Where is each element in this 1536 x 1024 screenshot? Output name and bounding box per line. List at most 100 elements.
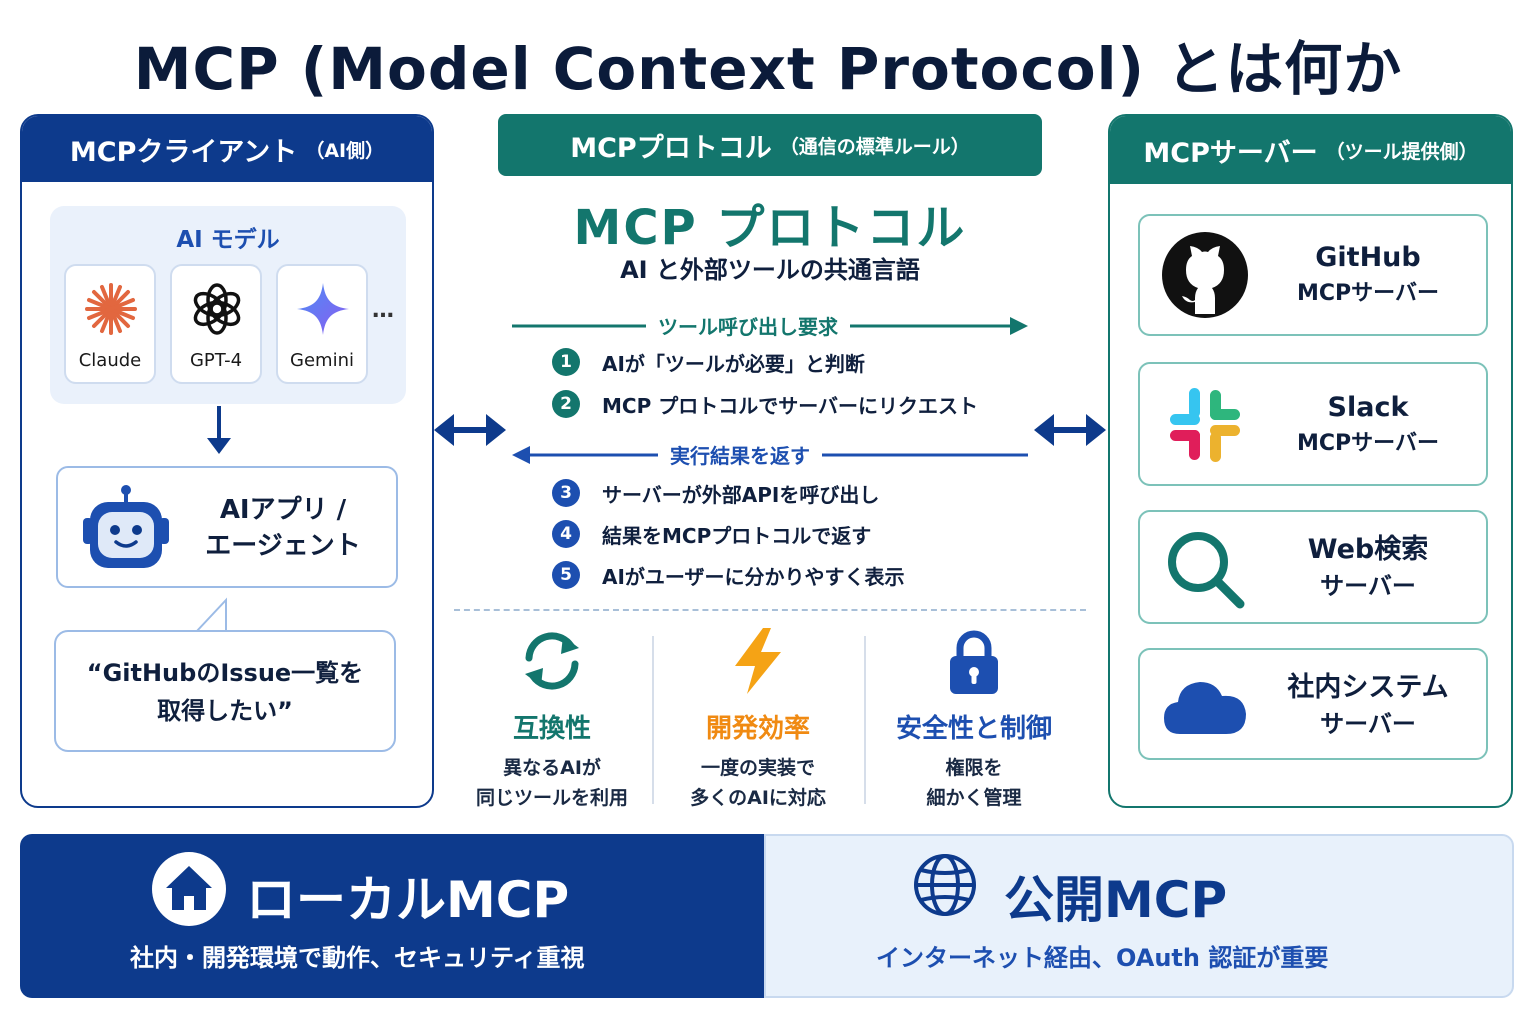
feature-efficiency: 開発効率 一度の実装で 多くのAIに対応: [658, 626, 858, 813]
server-name-line2: サーバー: [1320, 572, 1416, 600]
feature-desc-line1: 権限を: [945, 757, 1003, 779]
feature-desc-line2: 同じツールを利用: [475, 787, 628, 809]
server-subtitle: （ツール提供側）: [1325, 140, 1478, 163]
protocol-subtitle: AI と外部ツールの共通言語: [620, 256, 920, 284]
step-item: 4 結果をMCPプロトコルで返す: [552, 519, 871, 549]
feature-divider: [864, 636, 866, 804]
step-number: 3: [552, 479, 580, 507]
local-mcp-title: ローカルMCP: [246, 871, 570, 929]
step-number: 5: [552, 561, 580, 589]
server-header: MCPサーバー （ツール提供側）: [1110, 116, 1511, 184]
step-number: 2: [552, 390, 580, 418]
section-divider: [454, 609, 1086, 611]
lock-icon: [950, 630, 998, 694]
public-mcp-section: 公開MCP インターネット経由、OAuth 認証が重要: [764, 834, 1514, 998]
protocol-header-subtitle: （通信の標準ルール）: [779, 135, 970, 158]
more-models-ellipsis: …: [372, 298, 394, 323]
feature-desc-line1: 一度の実装で: [700, 757, 815, 779]
server-name-line1: Web検索: [1307, 534, 1429, 565]
feature-name: 互換性: [512, 714, 591, 744]
server-name: Web検索 サーバー: [1258, 532, 1478, 604]
gemini-logo-icon: [297, 283, 349, 335]
agent-label-line1: AIアプリ /: [219, 495, 347, 525]
request-line2: 取得したい”: [157, 697, 293, 725]
globe-icon: [914, 854, 976, 916]
speech-bubble-tail: [194, 597, 227, 634]
model-name: Claude: [78, 350, 142, 371]
user-request-bubble: “GitHubのIssue一覧を 取得したい”: [54, 630, 396, 752]
slack-logo-icon: [1170, 388, 1240, 462]
server-name-line1: Slack: [1327, 392, 1409, 423]
step-number: 1: [552, 348, 580, 376]
mcp-client-panel: MCPクライアント （AI側） AI モデル Claude: [20, 114, 434, 808]
step-item: 2 MCP プロトコルでサーバーにリクエスト: [552, 389, 978, 419]
server-name-line1: 社内システム: [1287, 672, 1449, 703]
server-title: MCPサーバー: [1143, 137, 1318, 169]
step-text: AIがユーザーに分かりやすく表示: [602, 564, 905, 589]
public-mcp-desc: インターネット経由、OAuth 認証が重要: [876, 944, 1329, 972]
step-item: 1 AIが「ツールが必要」と判断: [552, 347, 865, 377]
user-request-text: “GitHubのIssue一覧を 取得したい”: [56, 654, 394, 730]
model-card-claude: Claude: [64, 264, 156, 384]
model-name: GPT-4: [189, 350, 243, 371]
sync-icon: [525, 632, 579, 690]
step-text: AIが「ツールが必要」と判断: [602, 351, 865, 376]
feature-name: 安全性と制御: [895, 714, 1052, 744]
server-name-line2: MCPサーバー: [1297, 281, 1439, 306]
feature-compatibility: 互換性 異なるAIが 同じツールを利用: [452, 626, 652, 813]
github-logo-icon: [1162, 232, 1248, 318]
feature-desc: 異なるAIが 同じツールを利用: [452, 753, 652, 813]
openai-logo-icon: [193, 283, 241, 335]
server-card-web-search: Web検索 サーバー: [1138, 510, 1488, 624]
ai-model-title: AI モデル: [176, 227, 280, 253]
down-arrow-icon: [207, 406, 231, 454]
server-name-line1: GitHub: [1315, 242, 1421, 273]
mcp-server-panel: MCPサーバー （ツール提供側） GitHub MCPサーバー Slack MC…: [1108, 114, 1513, 808]
search-icon: [1168, 532, 1245, 609]
response-label: 実行結果を返す: [658, 440, 822, 469]
robot-icon: [83, 485, 169, 568]
feature-divider: [652, 636, 654, 804]
client-header: MCPクライアント （AI側）: [22, 116, 432, 182]
step-number: 4: [552, 520, 580, 548]
protocol-header: MCPプロトコル （通信の標準ルール）: [498, 114, 1042, 176]
step-item: 5 AIがユーザーに分かりやすく表示: [552, 560, 905, 590]
client-protocol-connector-icon: [434, 414, 506, 446]
step-item: 3 サーバーが外部APIを呼び出し: [552, 478, 879, 508]
protocol-server-connector-icon: [1034, 414, 1106, 446]
agent-label-line2: エージェント: [205, 531, 361, 561]
local-mcp-desc: 社内・開発環境で動作、セキュリティ重視: [130, 944, 585, 972]
page-title: MCP (Model Context Protocol) とは何か: [133, 35, 1403, 103]
model-card-gpt4: GPT-4: [170, 264, 262, 384]
public-mcp-title: 公開MCP: [1004, 871, 1228, 929]
ai-agent-box: AIアプリ / エージェント: [56, 466, 398, 588]
server-card-github: GitHub MCPサーバー: [1138, 214, 1488, 336]
feature-desc: 権限を 細かく管理: [874, 753, 1074, 813]
model-card-gemini: Gemini: [276, 264, 368, 384]
request-line1: “GitHubのIssue一覧を: [86, 659, 364, 687]
local-mcp-section: ローカルMCP 社内・開発環境で動作、セキュリティ重視: [20, 834, 766, 998]
request-label: ツール呼び出し要求: [646, 311, 850, 340]
step-text: MCP プロトコルでサーバーにリクエスト: [602, 393, 979, 418]
server-card-slack: Slack MCPサーバー: [1138, 362, 1488, 486]
client-title: MCPクライアント: [69, 136, 298, 168]
feature-desc-line2: 多くのAIに対応: [690, 787, 826, 809]
step-text: サーバーが外部APIを呼び出し: [602, 482, 880, 507]
feature-desc: 一度の実装で 多くのAIに対応: [658, 753, 858, 813]
home-icon: [152, 852, 226, 926]
feature-desc-line1: 異なるAIが: [503, 757, 601, 779]
server-name: GitHub MCPサーバー: [1258, 240, 1478, 312]
client-subtitle: （AI側）: [305, 139, 385, 162]
lightning-icon: [735, 628, 781, 694]
protocol-title: MCP プロトコル: [573, 200, 967, 256]
protocol-header-title: MCPプロトコル: [570, 132, 772, 164]
feature-security: 安全性と制御 権限を 細かく管理: [874, 626, 1074, 813]
cloud-icon: [1164, 682, 1246, 734]
server-name-line2: MCPサーバー: [1297, 431, 1439, 456]
server-name: Slack MCPサーバー: [1258, 390, 1478, 462]
ai-model-group: AI モデル Claude: [50, 206, 406, 404]
claude-logo-icon: [85, 283, 137, 335]
feature-desc-line2: 細かく管理: [926, 787, 1022, 809]
feature-name: 開発効率: [705, 714, 810, 744]
server-card-internal-system: 社内システム サーバー: [1138, 648, 1488, 760]
